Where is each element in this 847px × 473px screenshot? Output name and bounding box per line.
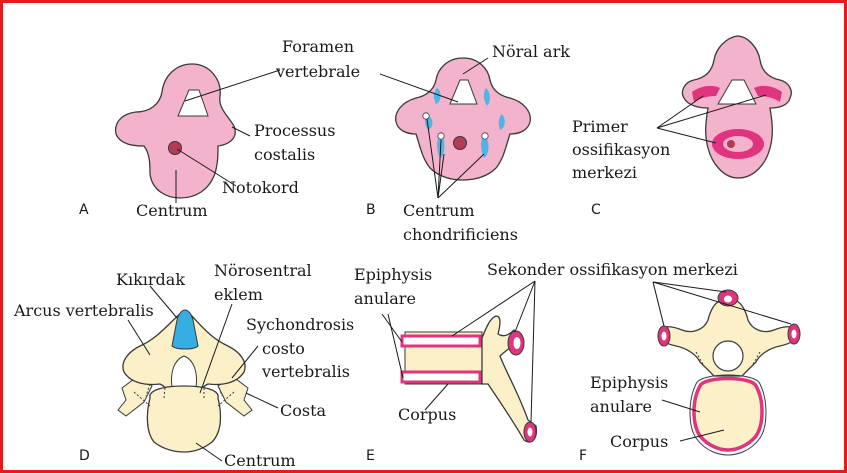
label-norosentral-line2: eklem xyxy=(214,285,263,304)
panel-letter-b: B xyxy=(366,202,376,218)
label-sychondrosis-line3: vertebralis xyxy=(261,362,350,381)
label-foramen-vertebrale-line2: vertebrale xyxy=(275,62,360,81)
label-foramen-vertebrale-line1: Foramen xyxy=(282,37,354,56)
panel-letter-a: A xyxy=(79,202,89,218)
epiphysis-anulare-e-bottom xyxy=(402,372,480,382)
secondary-ossification-e-lower-inner xyxy=(528,428,533,437)
panel-b xyxy=(396,58,531,180)
panel-f xyxy=(658,290,800,455)
panel-b-small-circle-mid xyxy=(438,133,444,139)
panel-c xyxy=(682,36,791,178)
label-kikirdak: Kıkırdak xyxy=(116,270,185,289)
secondary-ossification-e-upper-inner xyxy=(514,337,521,349)
label-processus-costalis-line2: costalis xyxy=(254,145,315,164)
panel-b-vertebra xyxy=(396,58,531,180)
label-corpus-f: Corpus xyxy=(610,432,668,451)
label-centrum-chondrificiens-line2: chondrificiens xyxy=(403,225,518,244)
kikirdak-cap xyxy=(172,310,198,349)
panel-a-notochord xyxy=(169,142,182,155)
label-corpus-e: Corpus xyxy=(398,405,456,424)
label-epiphysis-f-line1: Epiphysis xyxy=(590,373,668,392)
secondary-ossification-f-left-inner xyxy=(662,332,667,341)
label-processus-costalis-line1: Processus xyxy=(254,121,335,140)
label-norosentral-line1: Nörosentral xyxy=(214,261,312,280)
panel-b-small-circle-right xyxy=(482,133,488,139)
label-primer-line2: ossifikasyon xyxy=(572,140,670,159)
panel-letter-f: F xyxy=(579,448,587,464)
secondary-ossification-f-right-inner xyxy=(792,330,797,339)
label-primer-line1: Primer xyxy=(572,117,628,136)
panel-b-small-circle-left xyxy=(423,113,429,119)
label-costa: Costa xyxy=(280,401,327,420)
panel-a-vertebra xyxy=(116,64,236,198)
epiphysis-anulare-e-top xyxy=(402,336,480,346)
corpus-f-body xyxy=(694,379,762,451)
centrum-d-body xyxy=(147,386,220,452)
label-centrum-chondrificiens-line1: Centrum xyxy=(403,201,475,220)
label-primer-line3: merkezi xyxy=(572,163,637,182)
label-epiphysis-e-line1: Epiphysis xyxy=(354,265,432,284)
panel-letter-e: E xyxy=(366,448,375,464)
label-notokord: Notokord xyxy=(222,178,299,197)
label-noral-ark: Nöral ark xyxy=(492,42,570,61)
label-sekonder: Sekonder ossifikasyon merkezi xyxy=(487,260,738,279)
panel-c-notochord xyxy=(727,140,735,148)
label-arcus-vertebralis: Arcus vertebralis xyxy=(13,301,154,320)
label-epiphysis-f-line2: anulare xyxy=(590,397,652,416)
panel-letter-d: D xyxy=(79,448,90,464)
secondary-ossification-f-top-inner xyxy=(724,296,732,303)
label-centrum-a: Centrum xyxy=(136,201,208,220)
label-sychondrosis-line1: Sychondrosis xyxy=(246,315,354,334)
panel-d xyxy=(118,310,252,452)
label-centrum-d: Centrum xyxy=(224,451,296,470)
label-epiphysis-e-line2: anulare xyxy=(354,289,416,308)
panel-b-notochord xyxy=(454,137,467,150)
panel-f-foramen xyxy=(713,341,743,371)
label-sychondrosis-line2: costo xyxy=(262,339,305,358)
panel-letter-c: C xyxy=(591,202,601,218)
panel-a xyxy=(116,64,236,198)
